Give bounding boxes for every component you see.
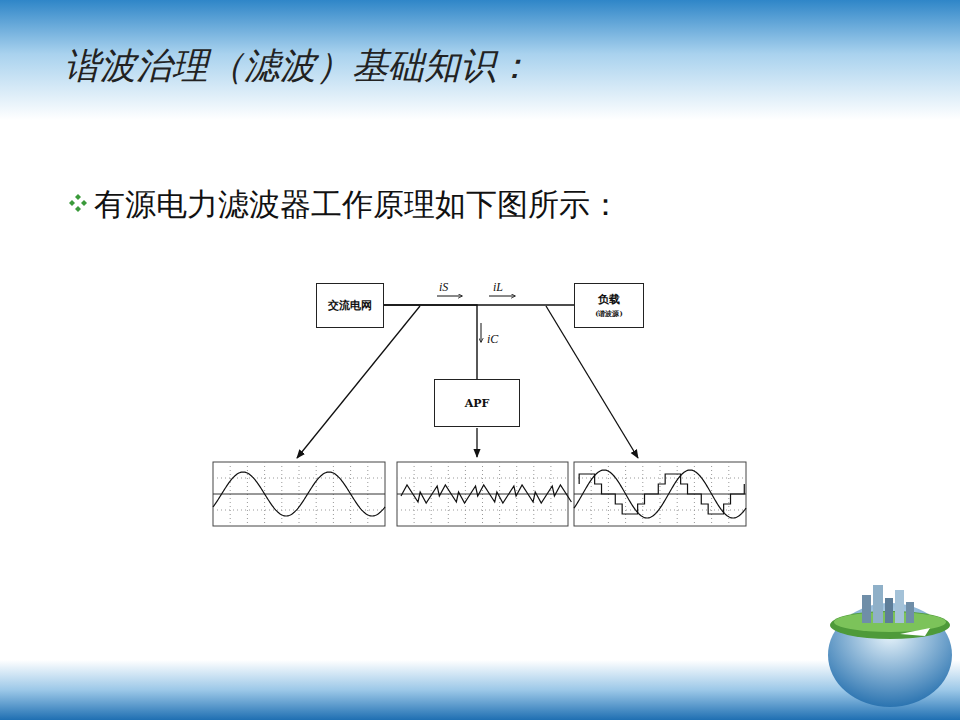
bullet-text: 有源电力滤波器工作原理如下图所示： [94, 184, 621, 226]
grid-box: 交流电网 [316, 283, 384, 328]
signal-name: iS [439, 280, 448, 295]
box-sublabel: (谐波源) [595, 309, 623, 319]
oscilloscope-panels [213, 462, 746, 526]
bus-wire [384, 305, 477, 379]
current-arrow [437, 296, 462, 297]
scope-panel [574, 462, 746, 526]
current-arrow [489, 296, 515, 297]
box-label: 负载 [598, 292, 620, 307]
box-label: APF [465, 397, 490, 410]
apf-box: APF [434, 379, 520, 427]
leader-arrow [476, 428, 477, 457]
signal-name: iL [493, 280, 503, 295]
scope-panel [397, 462, 571, 526]
globe-illustration [828, 585, 952, 707]
load-box: 负载 (谐波源) [574, 283, 644, 328]
signal-name: iC [487, 332, 498, 347]
leader-arrow [297, 306, 420, 458]
footer-band [0, 660, 960, 720]
scope-panel [213, 462, 385, 526]
leader-arrow [546, 306, 638, 458]
bullet-glyph [69, 194, 87, 212]
slide-title: 谐波治理（滤波）基础知识： [64, 42, 532, 91]
current-arrow [481, 323, 482, 342]
box-label: 交流电网 [328, 298, 372, 313]
header-band [0, 0, 960, 120]
